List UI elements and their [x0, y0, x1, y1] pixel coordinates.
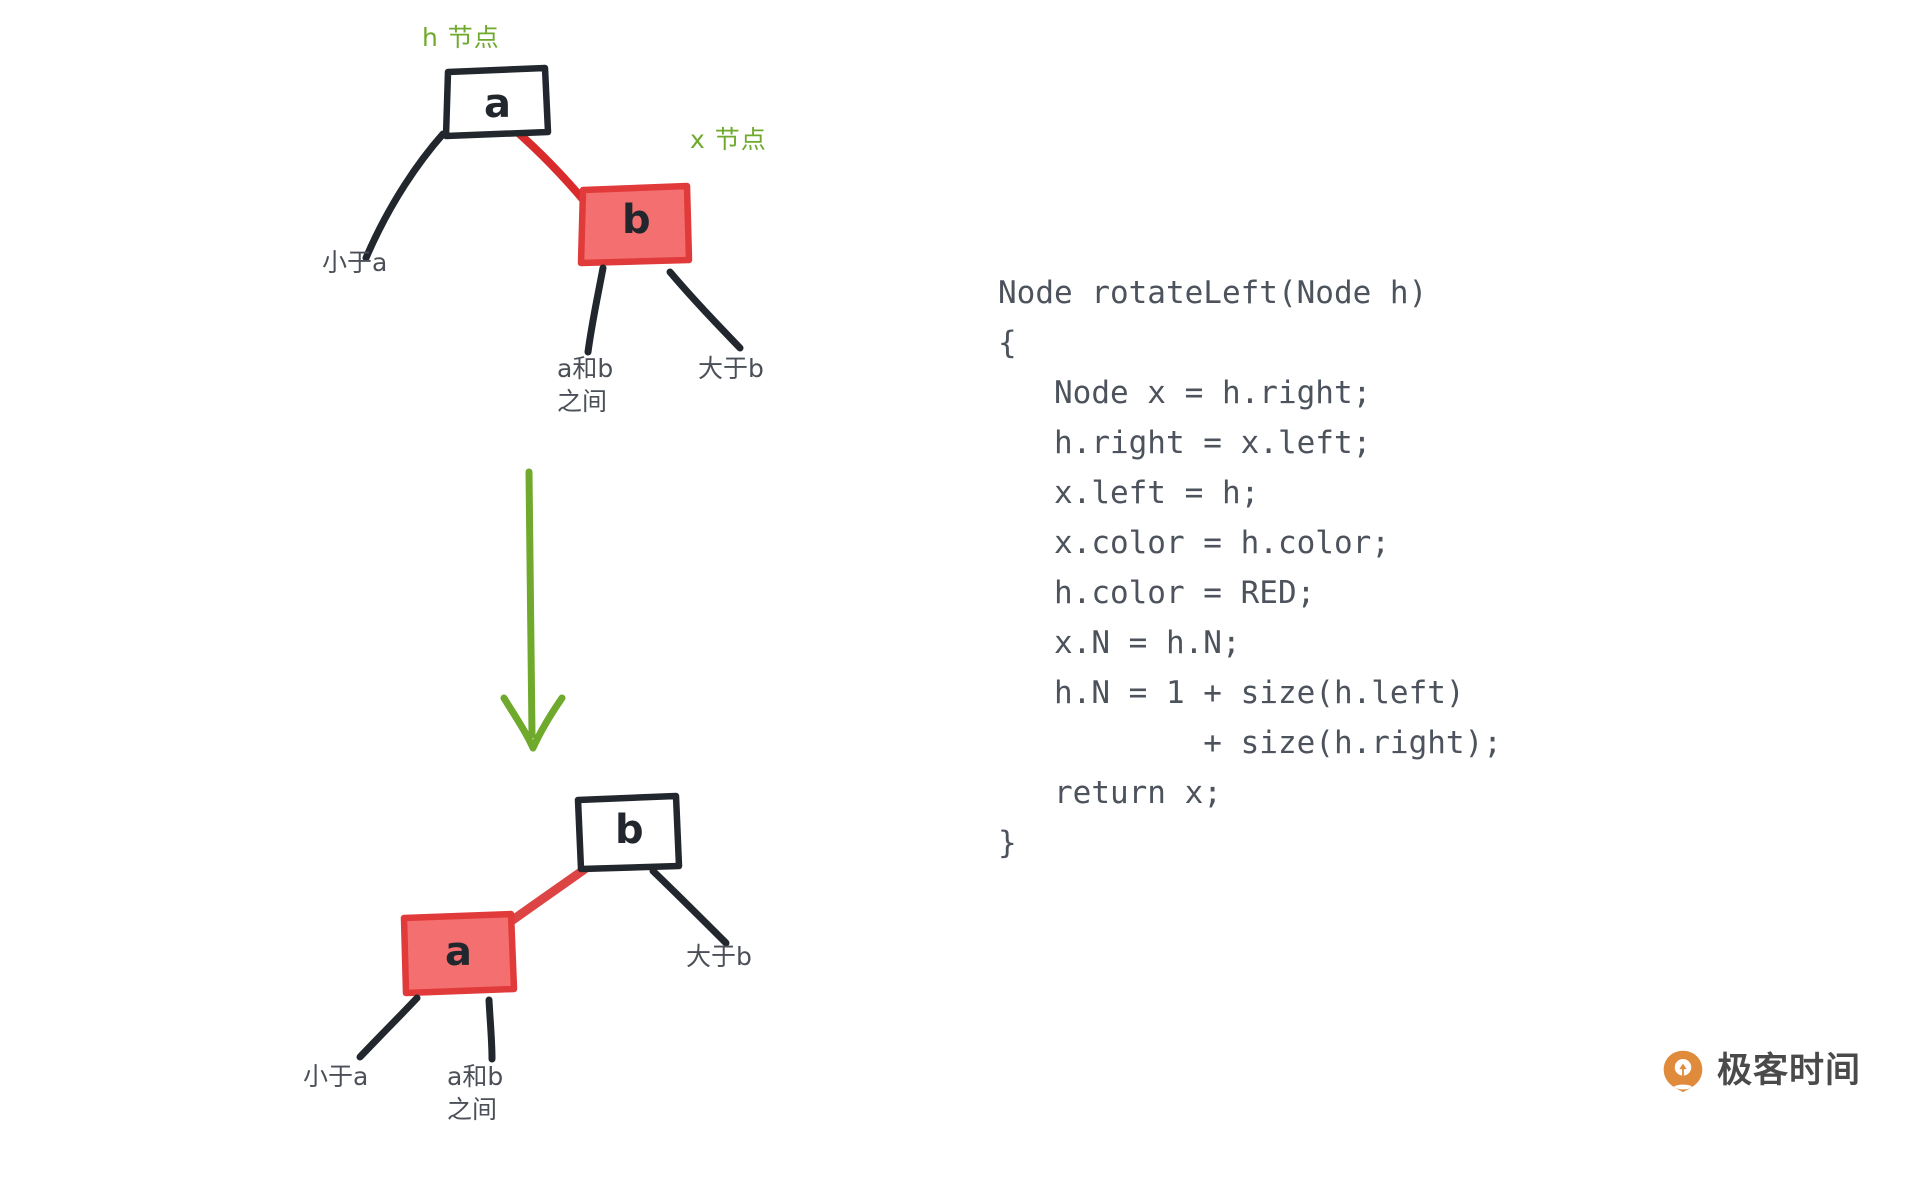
bottom-node-a-box: [400, 910, 518, 997]
bottom-tree-group: [356, 792, 730, 1063]
top-edge-right-red: [511, 126, 590, 207]
top-edge-b-left-black: [584, 264, 607, 356]
bottom-edge-a-right-black: [485, 996, 496, 1063]
top-node-b-box: [577, 182, 693, 267]
bottom-label-less-than-a: 小于a: [303, 1062, 369, 1091]
top-tree-group: [362, 64, 744, 356]
top-label-less-than-a: 小于a: [322, 248, 388, 277]
rotate-left-code: Node rotateLeft(Node h) { Node x = h.rig…: [998, 275, 1502, 861]
bottom-node-b-box: [574, 792, 683, 873]
top-label-greater-than-b: 大于b: [698, 354, 764, 383]
caption-x-node: x 节点: [690, 125, 767, 154]
top-edge-b-right-black: [666, 268, 744, 352]
rotate-left-arrow-shaft: [525, 468, 536, 739]
brand-name: 极客时间: [1717, 1050, 1862, 1091]
top-edge-left-black: [362, 130, 447, 262]
bottom-edge-a-left-black: [356, 994, 421, 1061]
bottom-edge-right-black: [649, 867, 730, 947]
rotate-left-arrow-head: [500, 694, 566, 752]
top-label-between-a-b: a和b 之间: [557, 354, 614, 416]
bottom-label-greater-than-b: 大于b: [686, 942, 752, 971]
top-node-b-label: b: [622, 197, 651, 243]
top-node-a-label: a: [484, 81, 511, 127]
bottom-node-b-label: b: [615, 807, 644, 853]
code-panel: Node rotateLeft(Node h) { Node x = h.rig…: [998, 268, 1758, 868]
bottom-label-between-a-b: a和b 之间: [447, 1062, 504, 1124]
top-node-a-box: [442, 64, 552, 140]
brand-logo: 极客时间: [1660, 1048, 1861, 1094]
rotate-left-arrow-group: [500, 468, 566, 752]
caption-h-node: h 节点: [422, 23, 500, 52]
geek-time-logo-icon: [1663, 1050, 1703, 1093]
bottom-node-a-label: a: [445, 929, 472, 975]
